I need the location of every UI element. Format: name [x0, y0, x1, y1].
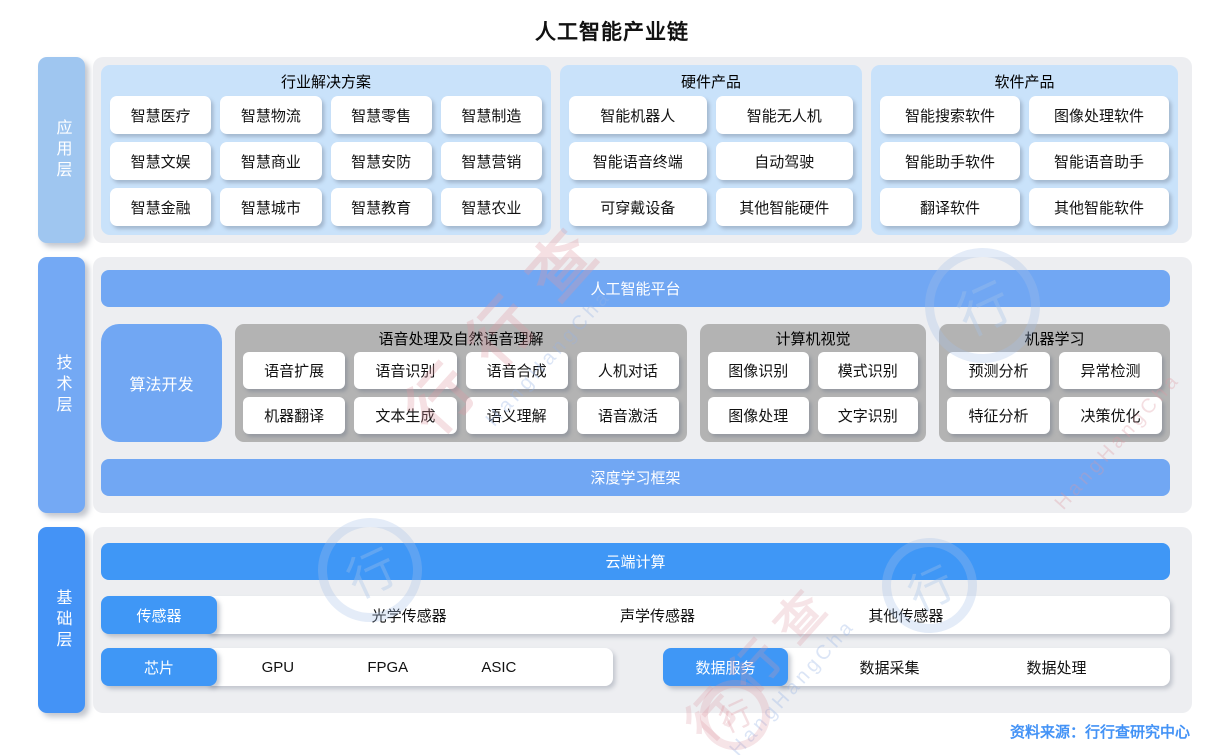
- layer-technology: 技术层 人工智能平台 算法开发 语音处理及自然语音理解 语音扩展 语音识别 语音…: [38, 257, 1192, 513]
- item-box: 智能助手软件: [880, 142, 1020, 180]
- layer-tab-label: 应用层: [53, 118, 71, 182]
- group-title: 行业解决方案: [280, 74, 371, 91]
- sensor-item: 声学传感器: [619, 607, 695, 625]
- group-title: 软件产品: [994, 74, 1055, 91]
- group-title: 硬件产品: [680, 74, 741, 91]
- layer-tab-foundation: 基础层: [38, 527, 85, 713]
- chip-item: ASIC: [481, 658, 517, 676]
- cloud-computing-bar: 云端计算: [101, 543, 1170, 580]
- item-box: 语义理解: [465, 397, 568, 434]
- layer-tab-label: 技术层: [53, 353, 71, 417]
- item-box: 智慧营销: [440, 142, 542, 180]
- item-box: 语音合成: [465, 352, 568, 389]
- group-title: 机器学习: [1024, 331, 1085, 348]
- group-software-products: 软件产品 智能搜索软件 图像处理软件 智能助手软件 智能语音助手 翻译软件 其他…: [871, 65, 1178, 235]
- item-box: 自动驾驶: [715, 142, 853, 180]
- item-box: 可穿戴设备: [569, 188, 707, 226]
- technology-band: 算法开发 语音处理及自然语音理解 语音扩展 语音识别 语音合成 人机对话 机器翻…: [101, 324, 1170, 442]
- item-box: 其他智能软件: [1029, 188, 1169, 226]
- sensor-item: 其他传感器: [868, 607, 944, 625]
- group-items: 智能搜索软件 图像处理软件 智能助手软件 智能语音助手 翻译软件 其他智能软件: [880, 96, 1169, 226]
- item-box: 文本生成: [354, 397, 457, 434]
- item-box: 机器翻译: [243, 397, 346, 434]
- item-box: 图像识别: [708, 352, 809, 389]
- group-title: 计算机视觉: [775, 331, 851, 348]
- layer-tab-application: 应用层: [38, 57, 85, 243]
- item-box: 智能语音终端: [569, 142, 707, 180]
- application-panel: 行业解决方案 智慧医疗 智慧物流 智慧零售 智慧制造 智慧文娱 智慧商业 智慧安…: [93, 57, 1192, 243]
- group-computer-vision: 计算机视觉 图像识别 模式识别 图像处理 文字识别: [700, 324, 926, 442]
- item-box: 智慧医疗: [110, 96, 212, 134]
- item-box: 智慧制造: [440, 96, 542, 134]
- group-industry-solutions: 行业解决方案 智慧医疗 智慧物流 智慧零售 智慧制造 智慧文娱 智慧商业 智慧安…: [101, 65, 551, 235]
- item-box: 人机对话: [576, 352, 679, 389]
- sensor-tab: 传感器: [101, 596, 217, 634]
- layer-foundation: 基础层 云端计算 传感器 光学传感器 声学传感器 其他传感器 芯片 GPU FP…: [38, 527, 1192, 713]
- sensor-item: 光学传感器: [371, 607, 447, 625]
- item-box: 文字识别: [817, 397, 918, 434]
- data-service-item: 数据处理: [1026, 659, 1087, 677]
- layer-application: 应用层 行业解决方案 智慧医疗 智慧物流 智慧零售 智慧制造 智慧文娱 智慧商业…: [38, 57, 1192, 243]
- item-box: 决策优化: [1059, 397, 1162, 434]
- chip-bar: GPU FPGA ASIC: [205, 648, 613, 686]
- chip-and-data-row: 芯片 GPU FPGA ASIC 数据服务 数据采集 数据处理: [101, 648, 1170, 686]
- item-box: 预测分析: [947, 352, 1050, 389]
- foundation-panel: 云端计算 传感器 光学传感器 声学传感器 其他传感器 芯片 GPU FPGA A…: [93, 527, 1192, 713]
- item-box: 智慧农业: [440, 188, 542, 226]
- item-box: 异常检测: [1059, 352, 1162, 389]
- data-service-tab: 数据服务: [663, 648, 788, 686]
- group-items: 智能机器人 智能无人机 智能语音终端 自动驾驶 可穿戴设备 其他智能硬件: [569, 96, 853, 226]
- item-box: 其他智能硬件: [715, 188, 853, 226]
- item-box: 翻译软件: [880, 188, 1020, 226]
- group-title: 语音处理及自然语音理解: [378, 331, 544, 348]
- item-box: 智慧城市: [220, 188, 322, 226]
- item-box: 智慧商业: [220, 142, 322, 180]
- data-service-bar: 数据采集 数据处理: [776, 648, 1170, 686]
- source-note: 资料来源：行行查研究中心: [1009, 724, 1190, 741]
- algorithm-dev-box: 算法开发: [101, 324, 222, 442]
- group-speech-nlp: 语音处理及自然语音理解 语音扩展 语音识别 语音合成 人机对话 机器翻译 文本生…: [235, 324, 687, 442]
- item-box: 语音识别: [354, 352, 457, 389]
- item-box: 语音扩展: [243, 352, 346, 389]
- group-machine-learning: 机器学习 预测分析 异常检测 特征分析 决策优化: [939, 324, 1170, 442]
- group-items: 预测分析 异常检测 特征分析 决策优化: [947, 352, 1162, 434]
- group-hardware-products: 硬件产品 智能机器人 智能无人机 智能语音终端 自动驾驶 可穿戴设备 其他智能硬…: [560, 65, 862, 235]
- sensor-row: 传感器 光学传感器 声学传感器 其他传感器: [101, 596, 1170, 634]
- deep-learning-framework-bar: 深度学习框架: [101, 459, 1170, 496]
- layer-tab-label: 基础层: [53, 588, 71, 652]
- sensor-bar: 光学传感器 声学传感器 其他传感器: [205, 596, 1170, 634]
- chip-item: FPGA: [367, 658, 409, 676]
- item-box: 智慧金融: [110, 188, 212, 226]
- item-box: 智慧文娱: [110, 142, 212, 180]
- item-box: 图像处理: [708, 397, 809, 434]
- page-title: 人工智能产业链: [535, 21, 689, 44]
- item-box: 模式识别: [817, 352, 918, 389]
- group-items: 智慧医疗 智慧物流 智慧零售 智慧制造 智慧文娱 智慧商业 智慧安防 智慧营销 …: [110, 96, 542, 226]
- item-box: 智慧教育: [330, 188, 432, 226]
- data-service-item: 数据采集: [859, 659, 920, 677]
- layer-tab-technology: 技术层: [38, 257, 85, 513]
- item-box: 特征分析: [947, 397, 1050, 434]
- item-box: 智能搜索软件: [880, 96, 1020, 134]
- item-box: 智能机器人: [569, 96, 707, 134]
- technology-panel: 人工智能平台 算法开发 语音处理及自然语音理解 语音扩展 语音识别 语音合成 人…: [93, 257, 1192, 513]
- item-box: 智慧安防: [330, 142, 432, 180]
- ai-platform-bar: 人工智能平台: [101, 270, 1170, 307]
- item-box: 智能无人机: [715, 96, 853, 134]
- chip-tab: 芯片: [101, 648, 217, 686]
- chip-item: GPU: [261, 658, 295, 676]
- item-box: 智能语音助手: [1029, 142, 1169, 180]
- item-box: 智慧物流: [220, 96, 322, 134]
- group-items: 图像识别 模式识别 图像处理 文字识别: [708, 352, 918, 434]
- item-box: 智慧零售: [330, 96, 432, 134]
- item-box: 语音激活: [576, 397, 679, 434]
- item-box: 图像处理软件: [1029, 96, 1169, 134]
- group-items: 语音扩展 语音识别 语音合成 人机对话 机器翻译 文本生成 语义理解 语音激活: [243, 352, 679, 434]
